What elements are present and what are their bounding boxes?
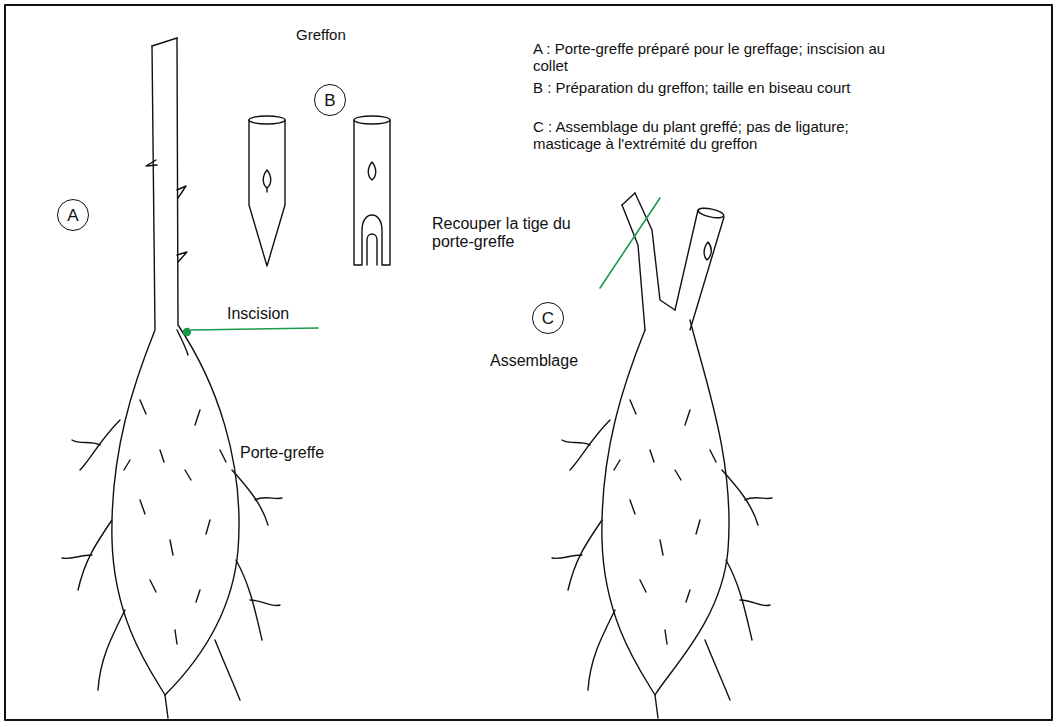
part-label: Recouper la tige du porte-greffe	[432, 215, 572, 252]
frame	[5, 5, 1052, 720]
cut-line	[600, 198, 660, 288]
callout-letter: C	[542, 310, 554, 327]
legend-note: B : Préparation du greffon; taille en bi…	[533, 79, 893, 96]
legend-note: A : Porte-greffe préparé pour le greffag…	[533, 40, 893, 75]
part-label: Porte-greffe	[240, 444, 324, 462]
scion-b	[249, 116, 390, 266]
callout-letter: A	[67, 207, 78, 224]
part-label: Assemblage	[490, 352, 578, 370]
callout-circle: C	[532, 302, 564, 334]
part-label: Inscision	[227, 305, 289, 323]
part-label: Greffon	[296, 26, 346, 43]
callout-letter: B	[324, 92, 335, 109]
grafted-plant-c	[552, 193, 772, 718]
callout-circle: B	[314, 84, 346, 116]
incision-dot	[184, 329, 191, 336]
leader-line	[191, 328, 318, 330]
legend-note: C : Assemblage du plant greffé; pas de l…	[533, 118, 893, 153]
callout-circle: A	[57, 199, 89, 231]
